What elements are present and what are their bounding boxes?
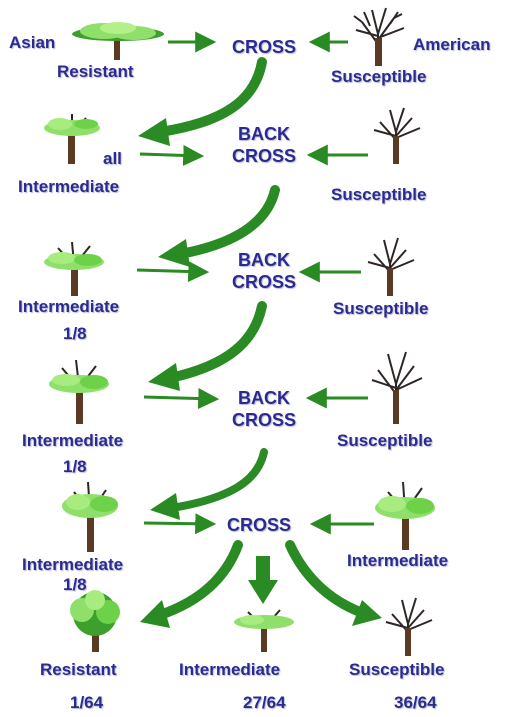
curved-arrow-3-head — [148, 363, 180, 391]
susceptible-label-row4: Susceptible — [337, 431, 433, 450]
result-intermediate-fraction: 27/64 — [243, 693, 286, 712]
backcross-3-line1: BACK — [237, 388, 290, 408]
arrow-to-intermediate-head — [248, 580, 278, 604]
intermediate-tree-icon-row5-right — [375, 481, 435, 550]
intermediate-tree-icon-row4 — [49, 359, 109, 424]
arrow-intermediate-to-backcross3 — [143, 388, 220, 410]
arrow-to-susceptible-head — [352, 600, 382, 626]
curved-arrow-4 — [168, 448, 268, 512]
arrow-intermediate-to-backcross2 — [136, 261, 210, 283]
result-intermediate-label: Intermediate — [179, 660, 281, 679]
backcross-node-1: BACK CROSS — [232, 124, 296, 167]
arrow-all-to-backcross1 — [139, 144, 205, 166]
intermediate-tree-icon-row5 — [62, 481, 118, 552]
american-susceptible-bare-tree-icon — [353, 7, 405, 66]
backcross-2-line1: BACK — [237, 250, 290, 270]
backcross-node-3: BACK CROSS — [232, 388, 296, 431]
result-resistant-label: Resistant — [40, 660, 117, 679]
susceptible-bare-tree-icon-row4 — [371, 351, 423, 424]
arrow-to-resistant — [155, 540, 243, 620]
intermediate-label-row5-right: Intermediate — [347, 551, 449, 570]
intermediate-label-row5: Intermediate — [22, 555, 124, 574]
backcross-1-line1: BACK — [237, 124, 290, 144]
susceptible-label-row1: Susceptible — [331, 67, 427, 86]
backcross-3-line2: CROSS — [231, 409, 297, 430]
susceptible-bare-tree-icon-row3 — [367, 237, 415, 296]
fraction-label-row4: 1/8 — [63, 457, 87, 476]
curved-arrow-1 — [155, 57, 267, 137]
arrow-to-intermediate-shaft — [256, 556, 270, 582]
intermediate-tree-icon-row3 — [44, 241, 104, 296]
curved-arrow-2-head — [158, 239, 190, 267]
susceptible-result-tree-icon — [385, 597, 433, 656]
result-susceptible-fraction: 36/64 — [394, 693, 437, 712]
backcross-1-line2: CROSS — [231, 145, 297, 166]
susceptible-label-row3: Susceptible — [333, 299, 429, 318]
intermediate-tree-icon-row2 — [44, 114, 100, 164]
american-label: American — [413, 35, 491, 54]
fraction-label-row3: 1/8 — [63, 324, 87, 343]
backcross-node-2: BACK CROSS — [232, 250, 296, 293]
curved-arrow-1-head — [138, 118, 170, 146]
arrow-to-susceptible — [285, 540, 365, 617]
curved-arrow-2 — [175, 185, 280, 259]
cross-node-1: CROSS — [231, 37, 297, 57]
fraction-label-row5: 1/8 — [63, 575, 87, 594]
arrow-to-resistant-head — [140, 600, 170, 628]
asian-resistant-tree-icon — [72, 22, 164, 60]
intermediate-result-tree-icon — [234, 609, 294, 652]
result-resistant-fraction: 1/64 — [70, 693, 104, 712]
susceptible-label-row2: Susceptible — [331, 185, 427, 204]
backcross-2-line2: CROSS — [231, 271, 297, 292]
intermediate-label-row2: Intermediate — [18, 177, 120, 196]
arrow-intermediate-to-cross — [143, 513, 217, 535]
resistant-result-tree-icon — [70, 590, 120, 652]
asian-label: Asian — [9, 33, 56, 52]
result-susceptible-label: Susceptible — [349, 660, 445, 679]
resistant-label: Resistant — [57, 62, 134, 81]
all-label: all — [103, 149, 122, 168]
intermediate-label-row3: Intermediate — [18, 297, 120, 316]
susceptible-bare-tree-icon-row2 — [373, 107, 421, 164]
cross-node-2: CROSS — [226, 515, 292, 535]
intermediate-label-row4: Intermediate — [22, 431, 124, 450]
curved-arrow-3 — [165, 301, 267, 383]
curved-arrow-4-head — [150, 493, 180, 520]
